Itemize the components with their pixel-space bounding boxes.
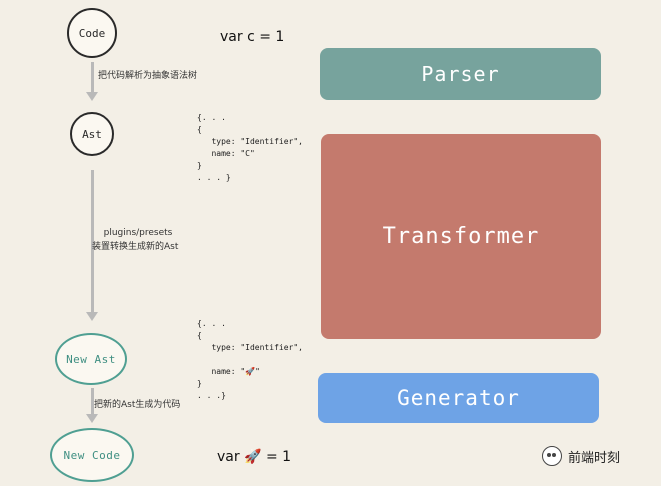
step-label-parse: 把代码解析为抽象语法树 [98,71,198,81]
step-label-transform-1: plugins/presets [103,228,173,238]
source-code-text: var c = 1 [220,29,285,45]
output-code-text: var 🚀 = 1 [217,449,292,465]
step-label-transform-2: 装置转换生成新的Ast [92,242,179,252]
stage-parser: Parser [320,48,601,100]
arrow-generate-head [86,414,98,423]
arrow-transform-head [86,312,98,321]
node-code: Code [67,8,117,58]
node-new-code: New Code [50,428,134,482]
ast-code-snippet: {. . . { type: "Identifier", name: "C" }… [197,113,303,182]
arrow-parse-head [86,92,98,101]
wechat-icon [542,446,562,466]
arrow-parse-line [91,62,94,92]
arrow-transform-line [91,170,94,312]
watermark: 前端时刻 [542,446,620,466]
arrow-generate-line [91,388,94,414]
stage-generator: Generator [318,373,599,423]
new-ast-code-snippet: {. . . { type: "Identifier", name: "🚀" }… [197,319,303,400]
watermark-text: 前端时刻 [568,450,621,466]
stage-transformer: Transformer [321,134,601,339]
node-new-ast: New Ast [55,333,127,385]
step-label-generate: 把新的Ast生成为代码 [94,400,181,410]
node-ast: Ast [70,112,114,156]
